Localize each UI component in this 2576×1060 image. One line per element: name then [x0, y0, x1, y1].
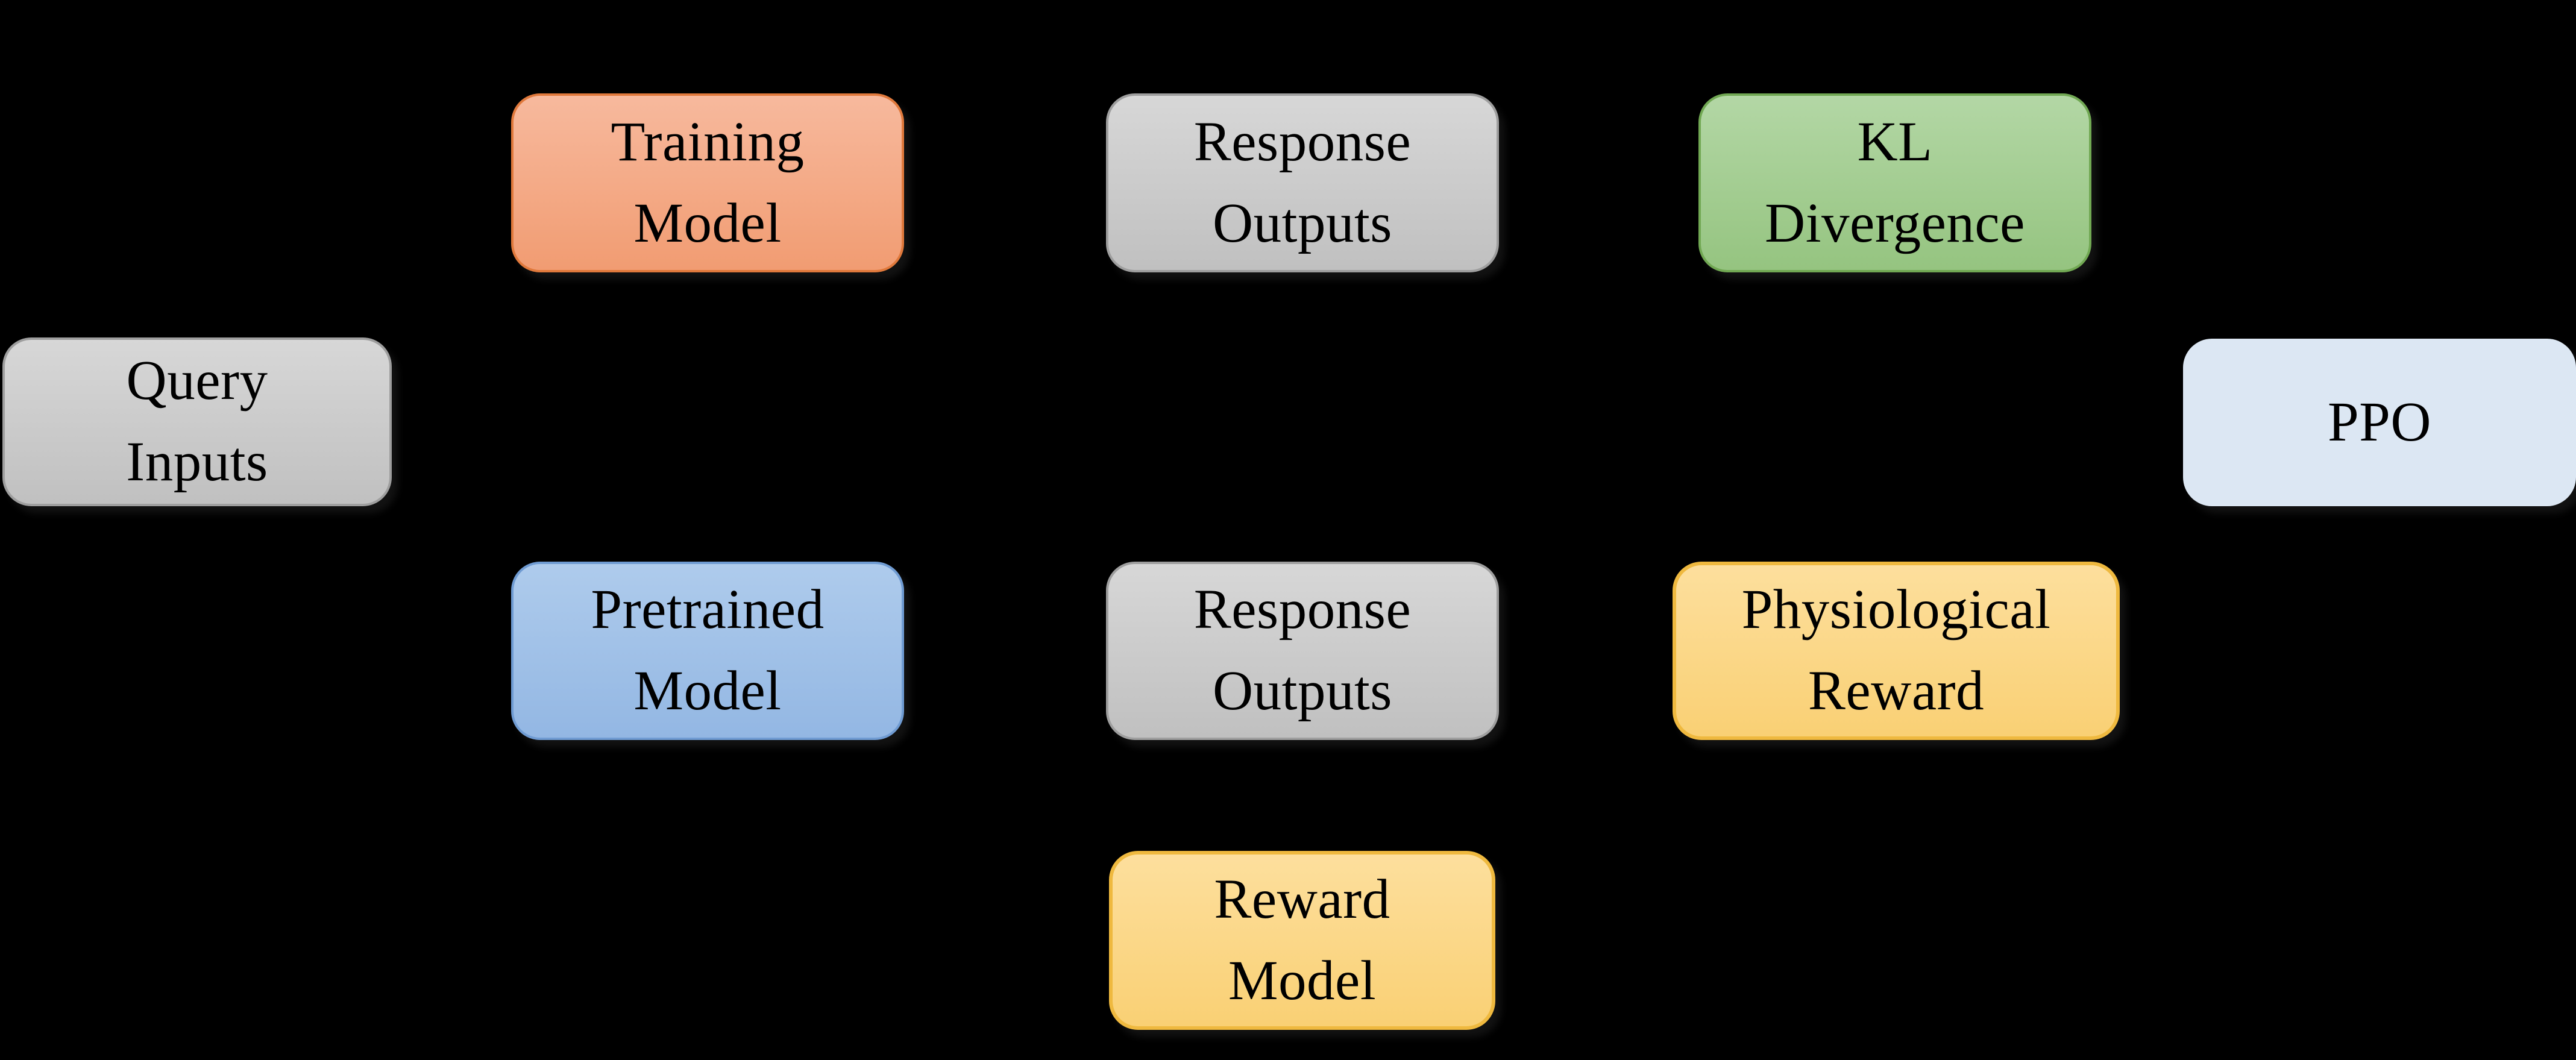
node-physiological-reward-label: Physiological Reward — [1741, 579, 2051, 722]
node-response-outputs-top-label: Response Outputs — [1193, 110, 1412, 254]
node-reward-model: Reward Model — [1109, 851, 1495, 1030]
node-training-model: Training Model — [511, 93, 904, 272]
node-pretrained-model-label: Pretrained Model — [591, 579, 825, 722]
node-reward-model-label: Reward Model — [1214, 868, 1390, 1012]
node-training-model-label: Training Model — [611, 110, 805, 254]
node-response-outputs-top: Response Outputs — [1106, 93, 1499, 272]
node-ppo: PPO — [2183, 339, 2576, 506]
node-response-outputs-bottom-label: Response Outputs — [1193, 579, 1412, 722]
node-query-inputs: Query Inputs — [2, 337, 392, 506]
node-kl-divergence: KL Divergence — [1698, 93, 2091, 272]
node-kl-divergence-label: KL Divergence — [1765, 110, 2025, 254]
node-response-outputs-bottom: Response Outputs — [1106, 562, 1499, 740]
node-physiological-reward: Physiological Reward — [1673, 562, 2120, 740]
node-ppo-label: PPO — [2327, 390, 2432, 453]
node-pretrained-model: Pretrained Model — [511, 562, 904, 740]
node-query-inputs-label: Query Inputs — [126, 350, 268, 493]
